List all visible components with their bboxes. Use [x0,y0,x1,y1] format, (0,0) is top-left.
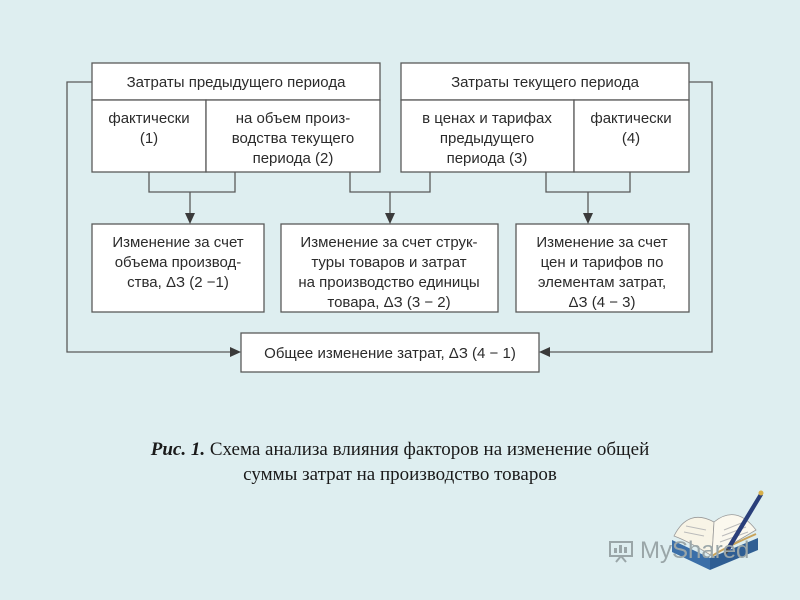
prev-actual-line-2: (1) [140,130,158,147]
myshared-watermark: MyShared [608,537,749,565]
caption-figure-label: Рис. 1. [150,439,206,460]
connector-volume-bracket [148,172,236,193]
arrow-left-to-total [230,347,241,357]
effect-prices-line-1: Изменение за счет [536,234,667,251]
connector-left-loop [66,81,230,353]
effect-volume-line-3: ства, ΔЗ (2 −1) [127,274,229,291]
caption-text-line-1: Схема анализа влияния факторов на измене… [205,439,650,460]
arrow-to-prices [583,213,593,224]
prev-period-header-box [91,62,381,101]
effect-prices-box [515,223,690,313]
cur-actual-box [573,99,690,173]
effect-volume-box [91,223,265,313]
cur-actual-line-1: фактически [590,110,671,127]
prev-volume-line-2: водства текущего [232,130,355,147]
caption-text-line-2: суммы затрат на производство товаров [243,464,557,485]
open-book-icon [672,490,764,570]
arrow-to-volume [185,213,195,224]
effect-prices-line-4: ΔЗ (4 − 3) [568,294,635,311]
cur-prices-line-2: предыдущего [440,130,534,147]
cur-prices-line-3: периода (3) [447,150,528,167]
prev-volume-line-3: периода (2) [253,150,334,167]
effect-structure-line-2: туры товаров и затрат [311,254,466,271]
effect-structure-box [280,223,499,313]
prev-period-header-text: Затраты предыдущего периода [127,74,346,91]
cur-actual-line-2: (4) [622,130,640,147]
connector-right-loop [550,81,713,353]
prev-volume-box [205,99,381,173]
cur-prices-line-1: в ценах и тарифах [422,110,552,127]
figure-caption: Рис. 1. Схема анализа влияния факторов н… [60,437,740,487]
effect-prices-line-3: элементам затрат, [538,274,666,291]
total-change-box [240,332,540,373]
effect-structure-line-4: товара, ΔЗ (3 − 2) [327,294,450,311]
arrow-right-to-total [539,347,550,357]
effect-prices-line-2: цен и тарифов по [541,254,664,271]
effect-structure-line-3: на производство единицы [298,274,479,291]
prev-volume-line-1: на объем произ- [236,110,351,127]
effect-structure-line-1: Изменение за счет струк- [300,234,477,251]
caption-line-1: Рис. 1. Схема анализа влияния факторов н… [60,437,740,462]
cur-prices-box [400,99,575,173]
total-change-text: Общее изменение затрат, ΔЗ (4 − 1) [264,345,516,362]
connector-prices-bracket [545,172,631,193]
effect-volume-line-2: объема производ- [115,254,242,271]
prev-actual-line-1: фактически [108,110,189,127]
arrow-to-structure [385,213,395,224]
effect-volume-line-1: Изменение за счет [112,234,243,251]
cur-period-header-text: Затраты текущего периода [451,74,640,91]
prev-actual-box [91,99,207,173]
connector-structure-bracket [349,172,431,193]
presentation-icon [609,541,633,563]
watermark-text: MyShared [640,537,750,564]
